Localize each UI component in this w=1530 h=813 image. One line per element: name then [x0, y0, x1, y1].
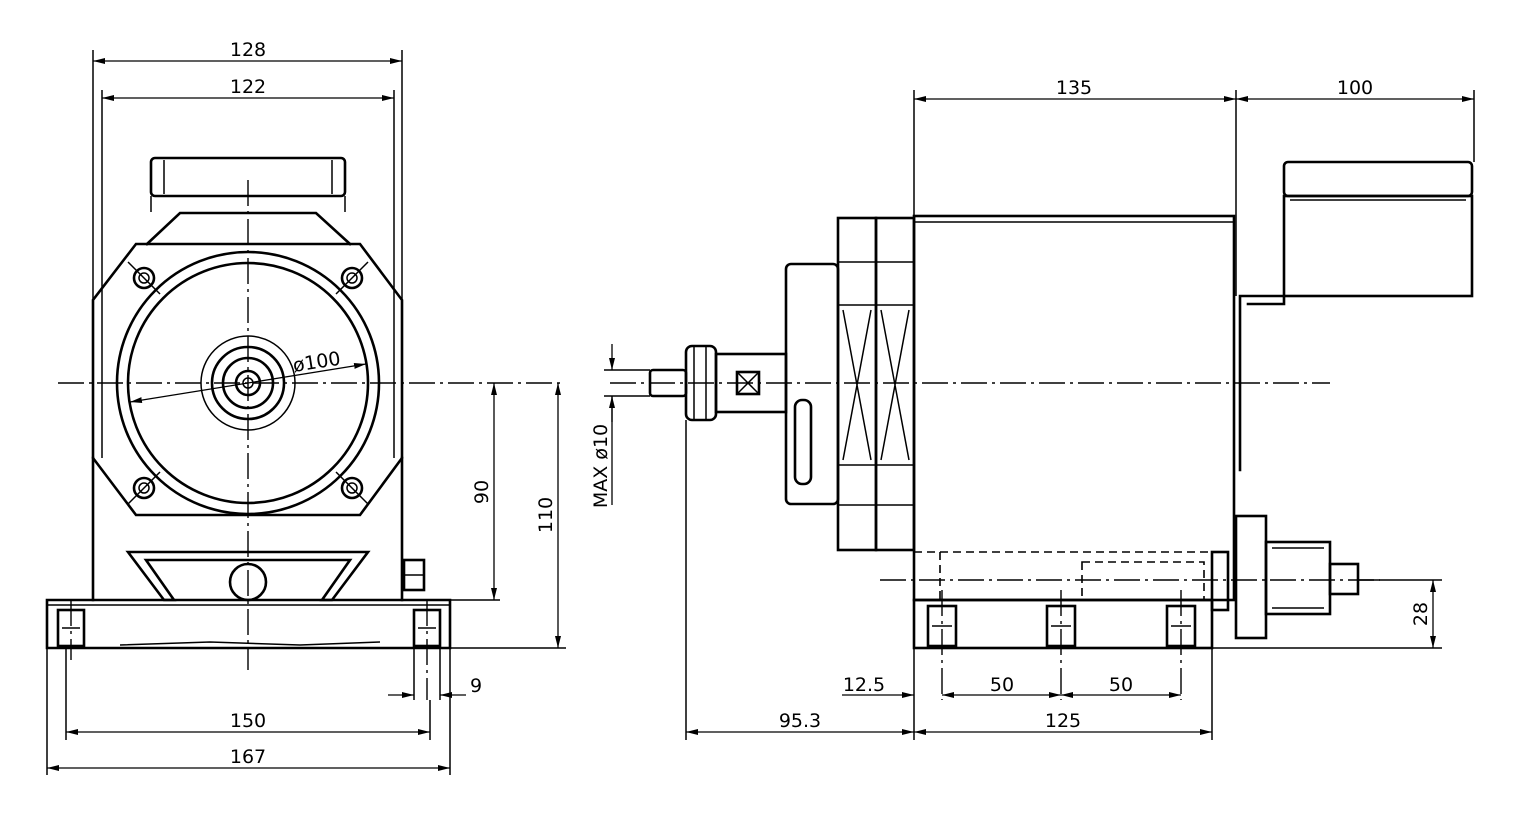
dim-hole-pitch-2: 50 — [1109, 674, 1133, 696]
side-view — [610, 160, 1474, 700]
dim-hole-offset: 9 — [470, 675, 482, 697]
dim-spindle-projection: 95.3 — [779, 710, 821, 732]
dim-terminal-box-length: 100 — [1337, 77, 1373, 99]
dim-axis-height: 90 — [471, 480, 493, 504]
dim-flange-diameter: ø100 — [291, 348, 342, 377]
front-bolts — [127, 261, 369, 505]
dim-body-length: 135 — [1056, 77, 1092, 99]
side-pulley-housing — [1234, 514, 1268, 640]
front-motor-body — [91, 242, 404, 517]
dimension-labels: 128 122 ø100 90 110 9 150 167 135 100 MA… — [230, 39, 1432, 768]
dim-front-overall-width: 128 — [230, 39, 266, 61]
side-motor-body — [912, 214, 1236, 602]
side-base-plate — [912, 598, 1214, 650]
dim-shaft-offset: 12.5 — [843, 674, 885, 696]
front-view — [45, 156, 565, 700]
side-terminal-box — [1282, 160, 1474, 198]
dim-base-length: 125 — [1045, 710, 1081, 732]
dim-base-width: 167 — [230, 746, 266, 768]
dim-hole-pitch-1: 50 — [990, 674, 1014, 696]
dim-collet-capacity: MAX ø10 — [590, 424, 612, 508]
dim-front-body-width: 122 — [230, 76, 266, 98]
dim-overall-height: 110 — [535, 497, 557, 533]
dimension-lines — [46, 50, 1475, 775]
dim-base-hole-spacing: 150 — [230, 710, 266, 732]
dim-pulley-axis-height: 28 — [1410, 602, 1432, 626]
